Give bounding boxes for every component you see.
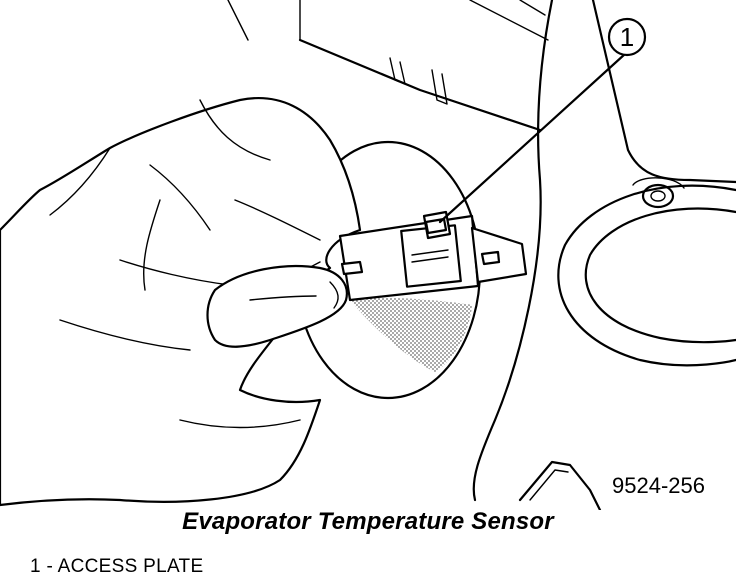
hvac-housing (227, 0, 736, 502)
evaporator-port (557, 177, 736, 367)
part-number: 9524-256 (612, 473, 705, 498)
legend-number: 1 (30, 556, 41, 577)
legend-item: 1 - ACCESS PLATE (30, 556, 203, 578)
sensor-illustration: 1 9524-256 (0, 0, 736, 510)
hand (0, 97, 362, 507)
legend-separator: - (40, 556, 58, 577)
callout-1: 1 (438, 17, 647, 224)
temperature-sensor (338, 210, 528, 302)
figure-caption: Evaporator Temperature Sensor (182, 508, 554, 535)
mounting-bracket (518, 460, 602, 510)
callout-number: 1 (620, 22, 634, 52)
legend-label: ACCESS PLATE (57, 556, 204, 577)
